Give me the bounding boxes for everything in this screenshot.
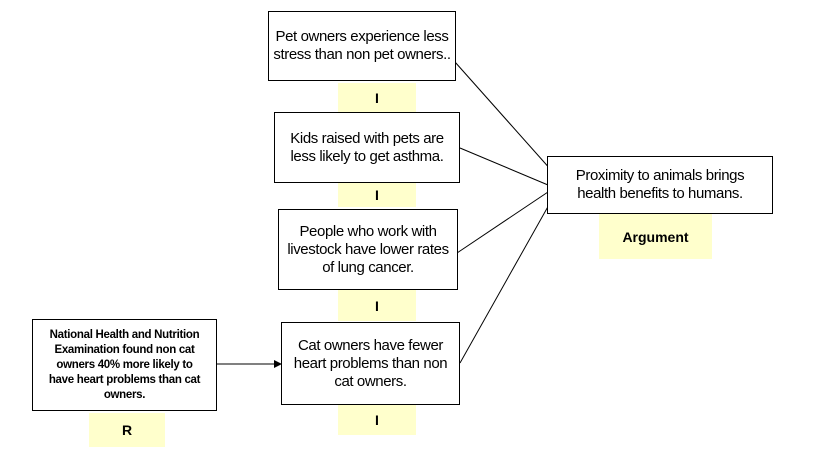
conclusion-tag: Argument <box>599 214 712 259</box>
claim-box-2: Kids raised with pets are less likely to… <box>274 112 460 183</box>
evidence-tag: R <box>89 413 165 447</box>
link-claim-2-to-conclusion <box>459 147 549 186</box>
conclusion-box: Proximity to animals brings health benef… <box>547 156 773 214</box>
claim-tag-4: I <box>338 405 416 435</box>
claim-box-3: People who work with livestock have lowe… <box>278 209 458 290</box>
link-claim-1-to-conclusion <box>454 61 561 181</box>
claim-tag-3: I <box>338 290 416 321</box>
claim-box-4: Cat owners have fewer heart problems tha… <box>281 322 460 405</box>
claim-box-1: Pet owners experience less stress than n… <box>268 11 456 81</box>
evidence-box: National Health and Nutrition Examinatio… <box>32 319 217 411</box>
link-claim-4-to-conclusion <box>459 202 551 364</box>
link-claim-3-to-conclusion <box>456 191 549 254</box>
claim-tag-1: I <box>338 83 416 112</box>
claim-tag-2: I <box>338 183 416 207</box>
